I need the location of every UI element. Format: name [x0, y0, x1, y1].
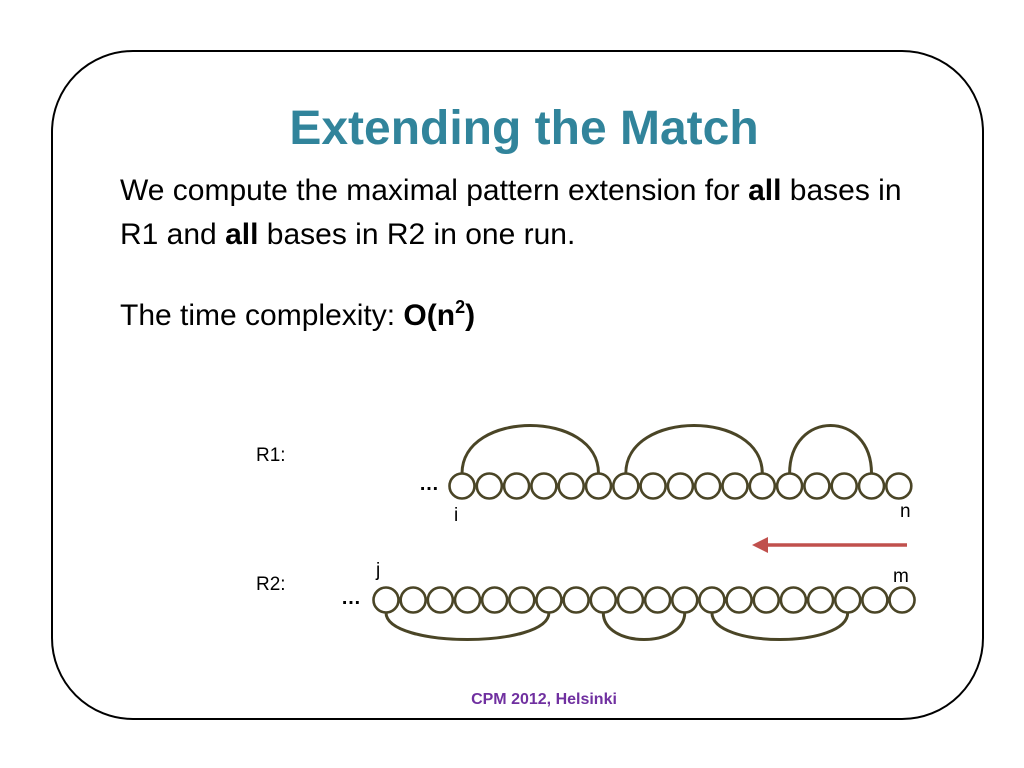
r1-base-circle [803, 472, 831, 500]
r1-start-label: i [454, 505, 458, 526]
body-text: We compute the maximal pattern extension… [120, 174, 749, 207]
r2-base-circle [670, 586, 699, 614]
slide-footer: CPM 2012, Helsinki [471, 691, 617, 708]
body-text: R1 and [120, 218, 226, 251]
r1-base-circle [639, 472, 667, 500]
r1-base-circle [693, 472, 722, 500]
r1-base-pair-arc [788, 424, 873, 474]
r2-base-pair-arc [601, 612, 687, 641]
r2-bases [372, 586, 916, 614]
r1-base-pair-arc [624, 424, 764, 474]
r1-base-circle [830, 472, 859, 500]
complexity-formula-close: ) [465, 299, 476, 332]
r2-base-circle [888, 586, 916, 614]
r2-start-label: j [375, 560, 380, 581]
r1-base-circle [448, 472, 476, 500]
r1-label: R1: [256, 445, 286, 466]
r2-base-pair-arc [710, 612, 850, 641]
direction-arrow [752, 537, 907, 553]
r2-base-circle [372, 586, 400, 614]
r1-base-pair-arc [460, 424, 600, 474]
r1-base-circle [884, 472, 913, 500]
r1-arcs [460, 424, 873, 474]
r1-bases [448, 472, 913, 500]
r2-base-pair-arc [384, 612, 551, 641]
r2-base-circle [833, 586, 862, 614]
r2-base-circle [426, 586, 455, 614]
r2-base-circle [806, 586, 835, 614]
r1-base-circle [530, 472, 558, 500]
r1-base-circle [611, 472, 640, 500]
r1-end-label: n [900, 501, 911, 522]
r2-strand: R2: … j m [256, 560, 916, 641]
r2-base-circle [589, 586, 618, 614]
r2-base-circle [752, 586, 781, 614]
r2-arcs [384, 612, 850, 641]
r2-label: R2: [256, 574, 286, 595]
slide-title: Extending the Match [289, 102, 759, 155]
r1-ellipsis: … [419, 473, 439, 495]
r2-base-circle [480, 586, 509, 614]
r1-base-circle [721, 472, 749, 500]
r1-base-circle [502, 472, 531, 500]
r1-base-circle [475, 472, 504, 500]
r1-base-circle [666, 472, 695, 500]
r2-base-circle [616, 586, 645, 614]
body-line-extension: We compute the maximal pattern extension… [120, 176, 902, 206]
r2-base-circle [643, 586, 672, 614]
r2-base-circle [453, 586, 482, 614]
complexity-formula: O(n [403, 299, 456, 332]
r2-base-circle [507, 586, 536, 614]
r2-base-circle [399, 586, 427, 614]
r2-base-circle [562, 586, 590, 614]
body-emphasis: all [748, 174, 782, 207]
r1-base-circle [748, 472, 777, 500]
body-line-complexity: The time complexity: O(n2) [120, 298, 476, 332]
r2-base-circle [779, 586, 808, 614]
body-line-run: R1 and all bases in R2 in one run. [120, 220, 575, 250]
slide-frame [51, 50, 984, 720]
r1-strand: R1: … i n [256, 424, 913, 526]
body-text: bases in [781, 174, 902, 207]
r2-end-label: m [893, 566, 909, 587]
complexity-label: The time complexity: [120, 299, 404, 332]
r2-base-circle [861, 586, 889, 614]
r1-base-circle [584, 472, 613, 500]
r2-base-circle [698, 586, 726, 614]
r2-base-circle [725, 586, 753, 614]
arrow-head [752, 537, 768, 553]
complexity-exponent: 2 [455, 297, 466, 317]
r1-base-circle [775, 472, 804, 500]
body-emphasis: all [225, 218, 259, 251]
body-text: bases in R2 in one run. [258, 218, 576, 251]
r1-base-circle [557, 472, 586, 500]
r2-ellipsis: … [341, 587, 361, 609]
r2-base-circle [535, 586, 563, 614]
r1-base-circle [857, 472, 886, 500]
